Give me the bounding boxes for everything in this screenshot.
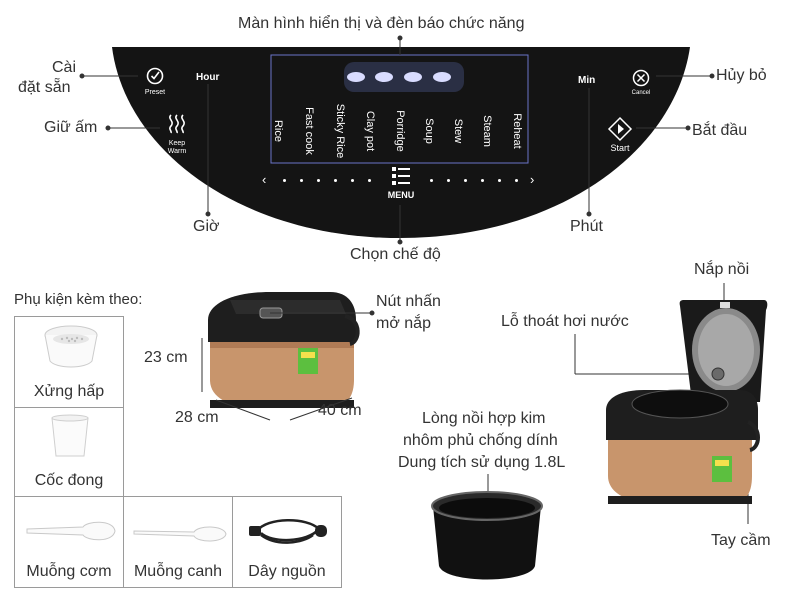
dimension-width: 40 cm — [318, 402, 362, 419]
callout-open-button-line1: Nút nhấn — [376, 293, 441, 310]
cancel-button[interactable]: Cancel — [626, 69, 656, 96]
keep-warm-label-1: Keep — [168, 140, 186, 147]
callout-menu: Chọn chế độ — [350, 246, 441, 263]
power-cord-icon — [249, 519, 327, 544]
callout-lid: Nắp nồi — [694, 261, 750, 278]
close-icon — [632, 69, 650, 87]
preset-icon — [146, 67, 164, 85]
inner-pot — [431, 491, 543, 580]
measuring-cup-icon — [51, 414, 89, 457]
callout-cancel: Hủy bỏ — [716, 67, 767, 84]
accessory-label: Xửng hấp — [33, 383, 105, 400]
rice-cooker-open — [606, 300, 768, 504]
callout-start: Bắt đầu — [692, 122, 748, 139]
callout-preset-line1: Cài — [52, 59, 77, 76]
callout-handle: Tay cầm — [711, 532, 771, 549]
callout-keep-warm: Giữ ấm — [44, 119, 98, 136]
accessory-label: Muỗng cơm — [26, 563, 112, 580]
start-icon — [607, 116, 633, 142]
dimension-depth: 28 cm — [175, 409, 219, 426]
rice-cooker-closed — [208, 292, 360, 408]
callout-vent: Lỗ thoát hơi nước — [501, 313, 629, 330]
callout-open-button-line2: mở nắp — [376, 315, 431, 332]
steamer-icon — [44, 325, 98, 368]
menu-button[interactable]: MENU — [386, 165, 416, 200]
accessory-steamer: Xửng hấp — [14, 316, 124, 408]
accessory-power-cord: Dây nguồn — [232, 496, 342, 588]
menu-button-label: MENU — [387, 190, 415, 200]
display-title: Màn hình hiển thị và đèn báo chức năng — [238, 15, 525, 32]
callout-pot-line2: nhôm phủ chống dính — [403, 432, 558, 449]
ladle-icon — [133, 526, 227, 542]
cancel-button-label: Cancel — [631, 90, 651, 96]
min-button[interactable]: Min — [578, 75, 596, 86]
rice-spoon-icon — [26, 521, 116, 541]
right-chevron-icon[interactable]: › — [530, 172, 535, 187]
preset-button[interactable]: Preset — [138, 66, 172, 96]
accessory-soup-ladle: Muỗng canh — [123, 496, 233, 588]
steam-icon — [169, 114, 185, 134]
start-button[interactable]: Start — [603, 116, 637, 153]
dimension-height: 23 cm — [144, 349, 188, 366]
menu-icon — [392, 167, 410, 185]
accessory-label: Muỗng canh — [133, 563, 223, 580]
callout-hour: Giờ — [193, 218, 220, 235]
callout-pot-line3: Dung tích sử dụng 1.8L — [398, 454, 566, 471]
left-chevron-icon[interactable]: ‹ — [262, 172, 267, 187]
callout-pot-line1: Lòng nồi hợp kim — [422, 410, 546, 427]
keep-warm-button[interactable]: Keep Warm — [160, 113, 194, 156]
start-button-label: Start — [610, 143, 630, 153]
callout-preset-line2: đặt sẵn — [18, 79, 71, 96]
accessory-label: Cốc đong — [34, 472, 104, 489]
keep-warm-label-2: Warm — [167, 148, 187, 155]
accessory-label: Dây nguồn — [248, 563, 326, 580]
accessory-measuring-cup: Cốc đong — [14, 407, 124, 497]
control-panel-shape — [112, 47, 690, 238]
accessories-title: Phụ kiện kèm theo: — [14, 291, 143, 308]
hour-button[interactable]: Hour — [196, 72, 220, 83]
accessory-rice-spoon: Muỗng cơm — [14, 496, 124, 588]
preset-button-label: Preset — [144, 89, 166, 96]
callout-minute: Phút — [570, 218, 603, 235]
